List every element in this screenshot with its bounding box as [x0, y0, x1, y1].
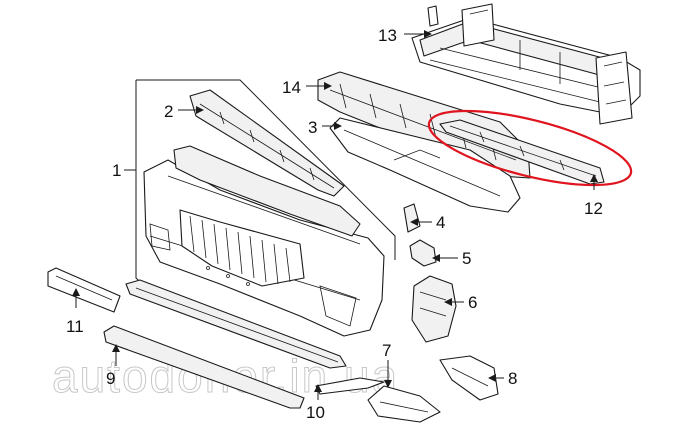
part-11-plate-bracket	[47, 267, 121, 313]
part-7-fog-trim-left	[367, 385, 441, 423]
callout-10: 10	[306, 403, 325, 422]
part-5-clip-bracket	[409, 239, 437, 267]
callout-5: 5	[462, 249, 471, 268]
part-lower-spoiler	[125, 279, 347, 369]
part-14-energy-absorber	[317, 71, 531, 179]
callout-13: 13	[378, 26, 397, 45]
callout-3: 3	[308, 118, 317, 137]
callout-14: 14	[282, 78, 301, 97]
part-10-chrome-strip	[315, 377, 385, 395]
callout-4: 4	[436, 213, 445, 232]
part-8-fog-trim-right	[439, 355, 499, 401]
callout-7: 7	[382, 341, 391, 360]
part-12-mounting-bracket	[427, 109, 633, 187]
callout-11: 11	[66, 317, 84, 336]
callout-9: 9	[106, 369, 115, 388]
part-6-fog-lamp-housing	[411, 275, 457, 343]
part-2-upper-bracket	[189, 89, 345, 197]
part-9-lower-trim	[103, 325, 305, 409]
leader-lines	[72, 30, 598, 400]
part-3-upper-panel	[329, 117, 521, 213]
callout-6: 6	[468, 293, 477, 312]
callout-1: 1	[112, 161, 121, 180]
callout-12: 12	[584, 199, 603, 218]
part-4-small-bracket	[403, 203, 421, 233]
callout-2: 2	[164, 102, 173, 121]
callout-8: 8	[508, 369, 517, 388]
highlight-ellipse-part-12	[427, 109, 633, 187]
part-13-reinforcement-beam	[411, 3, 641, 125]
callout-numbers: 13 14 2 3 1 4 5 6 12 11 9 10 7 8	[66, 26, 603, 422]
part-1-bumper-cover	[143, 145, 385, 337]
